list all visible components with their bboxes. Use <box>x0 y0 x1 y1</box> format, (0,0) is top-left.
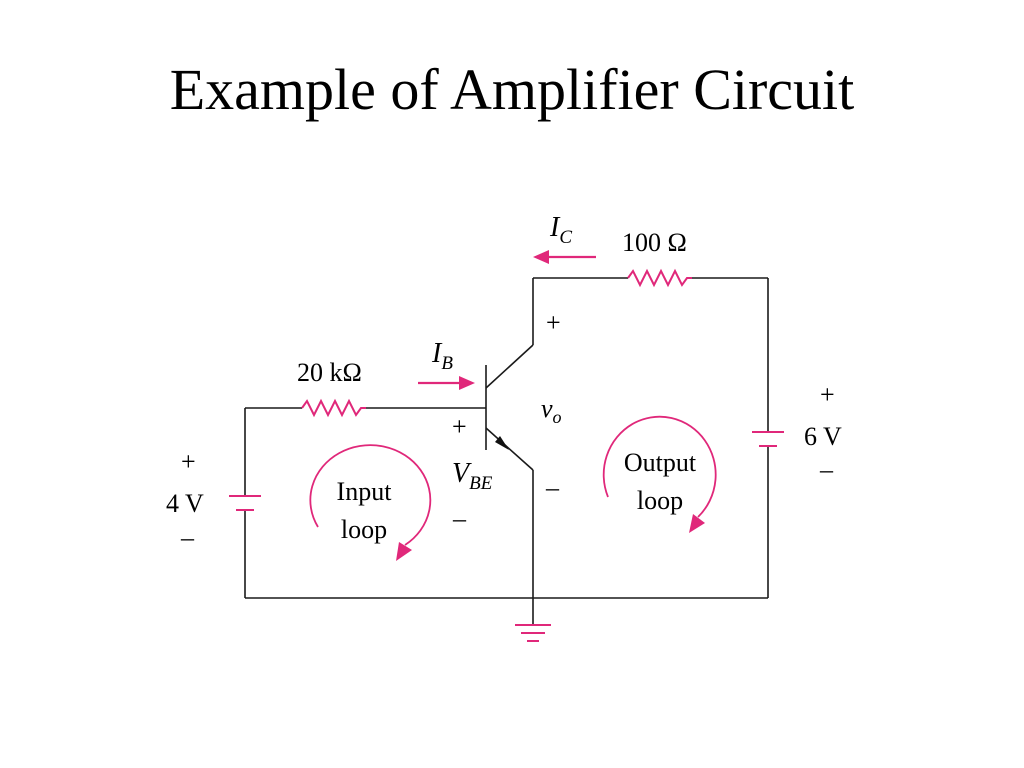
base-resistor <box>301 398 366 418</box>
base-current-label: IB <box>431 338 453 374</box>
collector-current-arrow-icon <box>533 250 596 264</box>
vbe-label: VBE <box>452 458 493 494</box>
output-loop-label-line2: loop <box>637 486 683 515</box>
input-source-plus: + <box>181 447 196 476</box>
input-loop-arrow-icon <box>309 444 432 561</box>
input-battery <box>229 495 261 511</box>
output-loop-arrow-icon <box>602 415 717 533</box>
output-source-label: 6 V <box>804 422 842 451</box>
transistor-symbol <box>485 344 534 471</box>
collector-resistor <box>627 268 692 288</box>
vo-plus-sign: + <box>546 308 561 337</box>
input-source-label: 4 V <box>166 489 204 518</box>
input-loop-label-line1: Input <box>337 477 393 506</box>
output-loop-label-line1: Output <box>624 448 697 477</box>
collector-resistor-label: 100 Ω <box>622 228 687 257</box>
vo-minus-sign: – <box>545 473 560 502</box>
vbe-plus-sign: + <box>452 412 467 441</box>
vbe-minus-sign: – <box>452 504 467 533</box>
output-battery <box>752 431 784 447</box>
output-source-minus: – <box>819 455 834 484</box>
output-voltage-label: vo <box>541 394 562 427</box>
base-resistor-label: 20 kΩ <box>297 358 362 387</box>
input-source-minus: – <box>180 523 195 552</box>
input-loop-label-line2: loop <box>341 515 387 544</box>
output-source-plus: + <box>820 380 835 409</box>
ground-icon <box>515 624 551 642</box>
transistor-collector-lead <box>485 344 534 389</box>
slide-title: Example of Amplifier Circuit <box>169 57 855 122</box>
base-current-arrow-icon <box>418 376 475 390</box>
circuit-wires <box>244 277 769 625</box>
transistor-emitter-lead <box>485 427 534 471</box>
emitter-arrow-icon <box>495 436 509 450</box>
collector-current-label: IC <box>549 212 572 248</box>
